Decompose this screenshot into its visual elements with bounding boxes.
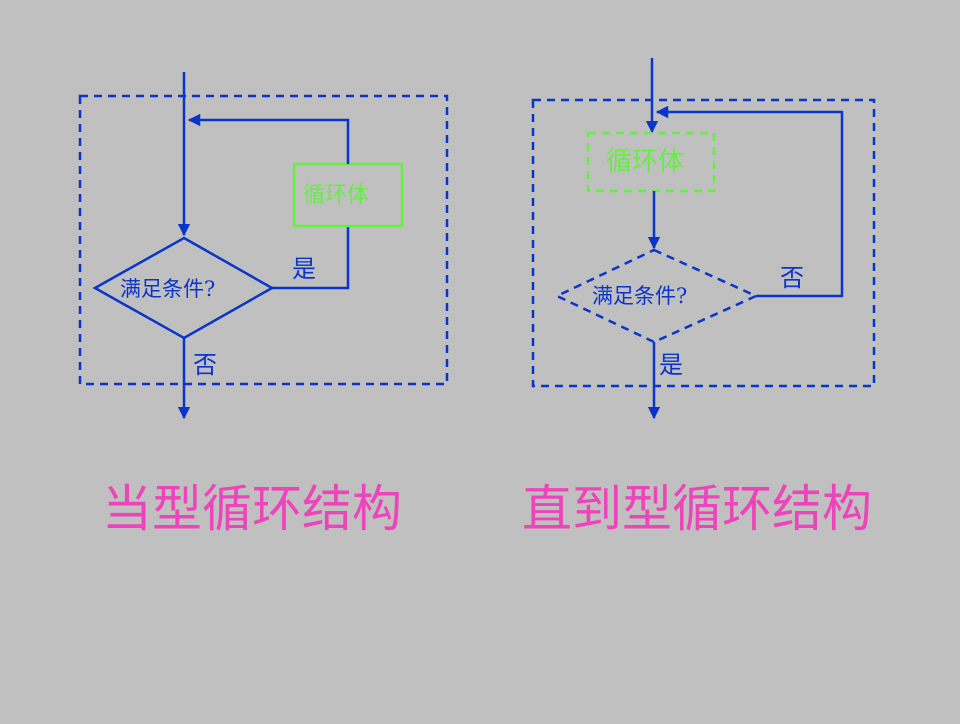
left-no-label: 否	[193, 351, 217, 379]
right-condition-diamond	[554, 248, 760, 344]
right-no-label: 否	[780, 264, 804, 292]
left-while-loop-diagram: 满足条件? 是 循环体 否	[78, 72, 449, 420]
right-yes-label: 是	[659, 351, 683, 379]
right-outer-dashed-frame	[531, 98, 876, 388]
left-return-arrow	[187, 113, 350, 164]
right-caption: 直到型循环结构	[522, 480, 872, 538]
left-caption: 当型循环结构	[102, 480, 402, 538]
right-loop-body-label: 循环体	[606, 147, 684, 177]
left-loop-body-label: 循环体	[303, 183, 369, 208]
right-until-loop-diagram: 循环体 满足条件? 否 是	[531, 58, 876, 420]
left-yes-label: 是	[292, 255, 316, 283]
left-outer-dashed-frame	[78, 94, 449, 386]
left-condition-label: 满足条件?	[120, 277, 215, 301]
right-loop-body-box	[586, 131, 716, 193]
right-condition-label: 满足条件?	[592, 284, 687, 308]
left-yes-branch-line	[272, 226, 350, 290]
right-no-return-arrow	[655, 105, 844, 298]
